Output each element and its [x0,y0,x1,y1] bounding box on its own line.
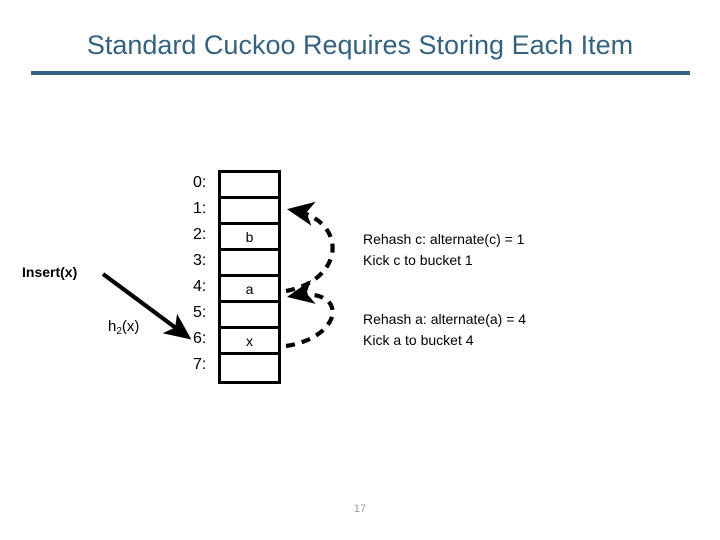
bucket-cell: a [221,277,278,303]
row-index-label: 3: [193,252,207,269]
table-row: 1: [193,196,216,222]
note-rehash-a: Rehash a: alternate(a) = 4 Kick a to buc… [363,309,526,351]
bucket-cell [221,355,278,381]
bucket-cell: x [221,329,278,355]
table-row: 7: [193,352,216,378]
hash-table: b a x 0: 1: 2: 3: 4: 5: 6: 7: [193,170,281,384]
row-index-label: 0: [193,174,207,191]
note-rehash-c: Rehash c: alternate(c) = 1 Kick c to buc… [363,229,524,271]
table-row: 6: [193,326,216,352]
row-index-label: 7: [193,356,207,373]
title-divider [31,71,690,75]
bucket-cell [221,251,278,277]
table-row: 2: [193,222,216,248]
row-index-label: 4: [193,278,207,295]
bucket-cell [221,303,278,329]
bucket-column: b a x [218,170,281,384]
table-row: 4: [193,274,216,300]
insert-label: Insert(x) [22,264,78,280]
page-title: Standard Cuckoo Requires Storing Each It… [86,30,634,60]
hash-function-label: h2(x) [108,318,139,337]
note-line-2: Kick c to bucket 1 [363,252,473,268]
row-index-label: 5: [193,304,207,321]
table-row: 0: [193,170,216,196]
row-index-label: 1: [193,200,207,217]
rehash-a-arrow [285,279,335,349]
table-row: 3: [193,248,216,274]
row-index-label: 6: [193,330,207,347]
hash-function-suffix: (x) [121,318,140,335]
row-index-label: 2: [193,226,207,243]
note-line-1: Rehash c: alternate(c) = 1 [363,231,525,247]
note-line-2: Kick a to bucket 4 [363,332,474,348]
note-line-1: Rehash a: alternate(a) = 4 [363,311,527,327]
page-number: 17 [353,503,367,515]
bucket-cell [221,173,278,199]
bucket-cell: b [221,225,278,251]
bucket-cell [221,199,278,225]
table-row: 5: [193,300,216,326]
rehash-c-arrow [285,201,335,294]
